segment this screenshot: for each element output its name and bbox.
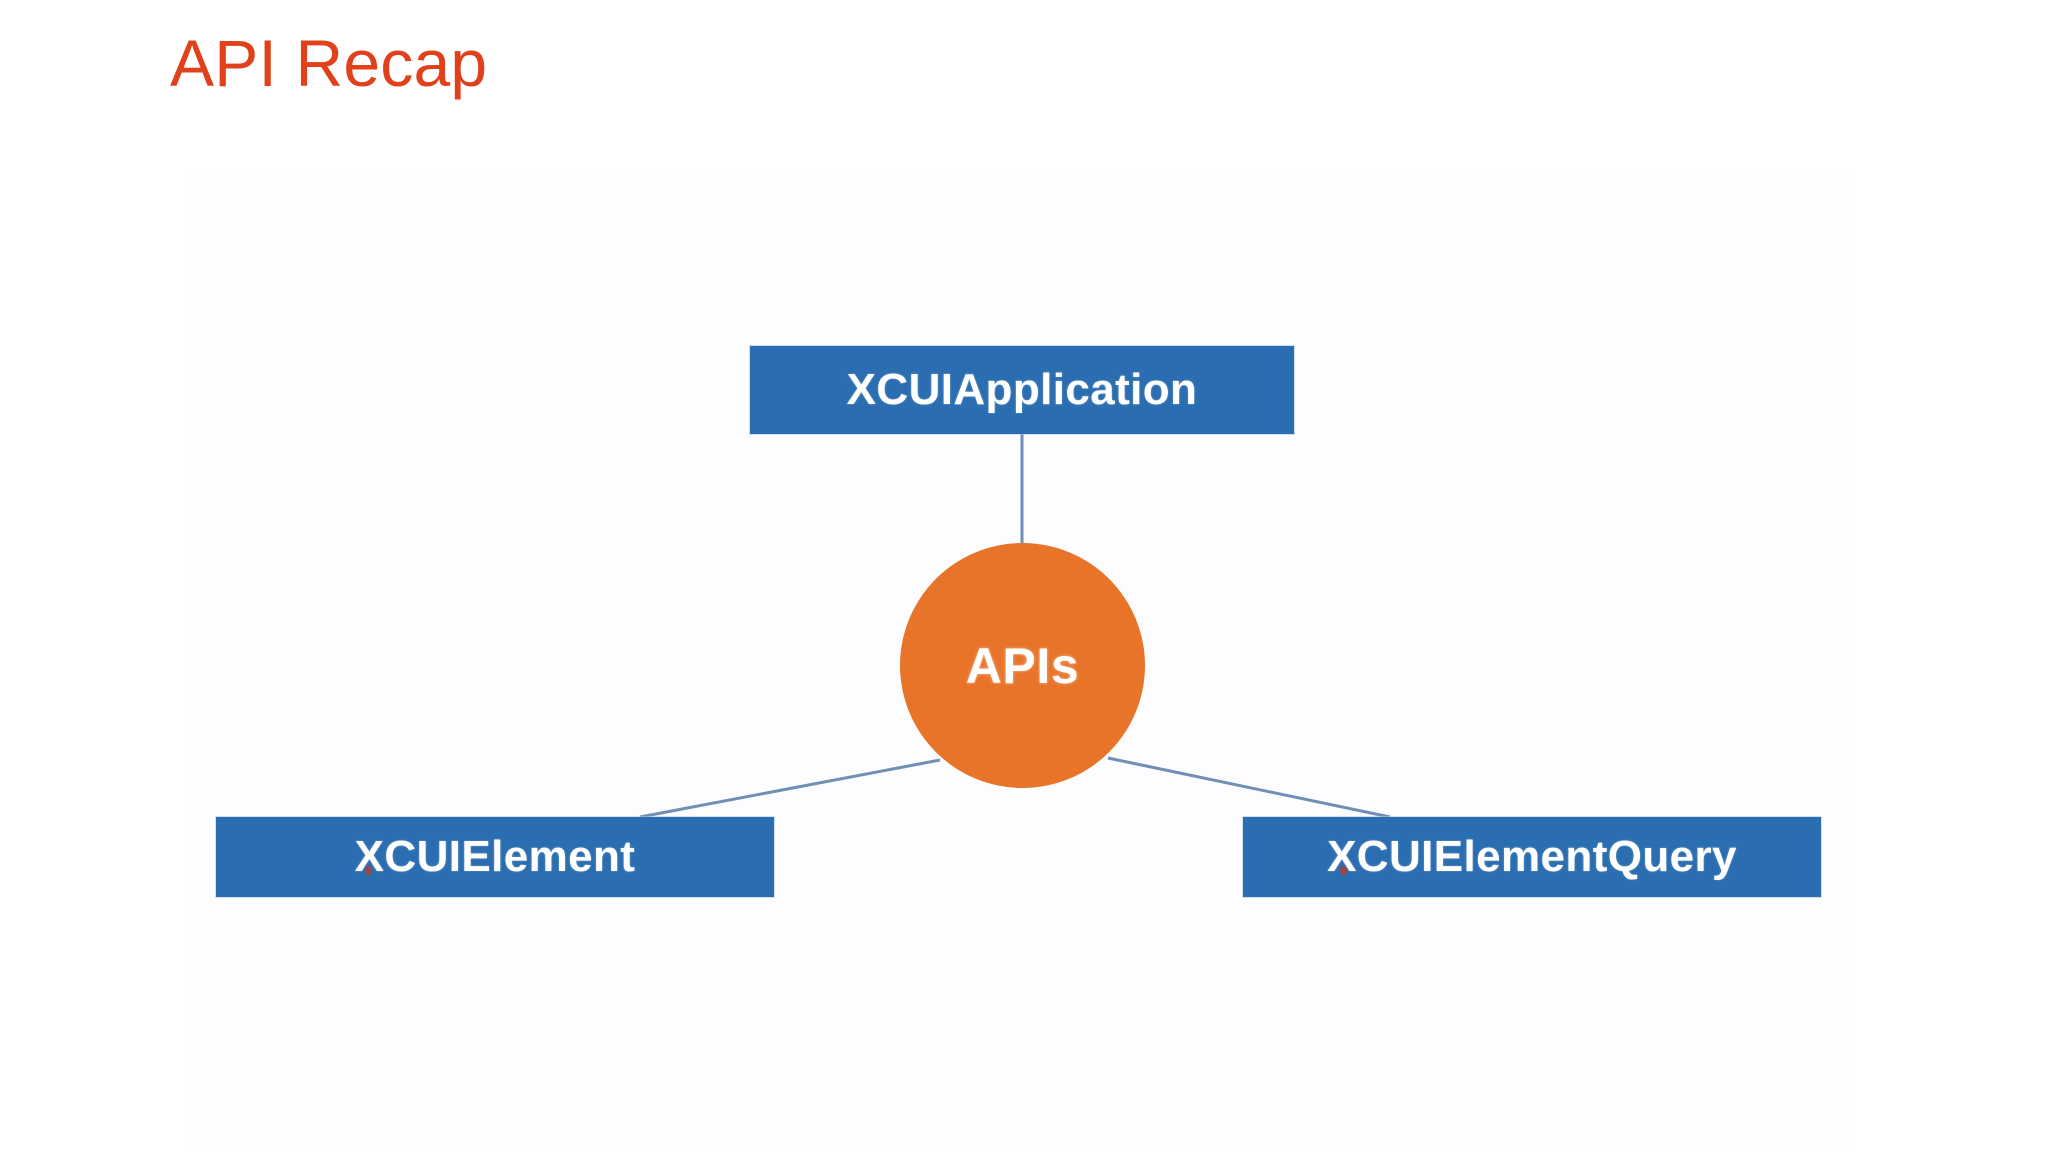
diagram-node-xcuielement[interactable]: XCUIElement <box>216 817 774 897</box>
scan-artifact-speck <box>365 866 372 876</box>
diagram-node-xcuiapplication[interactable]: XCUIApplication <box>750 346 1294 434</box>
diagram-node-xcuielementquery[interactable]: XCUIElementQuery <box>1243 817 1821 897</box>
diagram-node-label: XCUIApplication <box>846 365 1198 414</box>
scan-artifact-speck <box>1340 866 1347 876</box>
diagram-hub-label: APIs <box>965 637 1080 694</box>
page-title: API Recap <box>170 26 488 100</box>
diagram-node-label: XCUIElementQuery <box>1327 832 1737 881</box>
diagram-hub-apis[interactable]: APIs <box>900 543 1145 788</box>
diagram-node-label: XCUIElement <box>354 832 636 881</box>
